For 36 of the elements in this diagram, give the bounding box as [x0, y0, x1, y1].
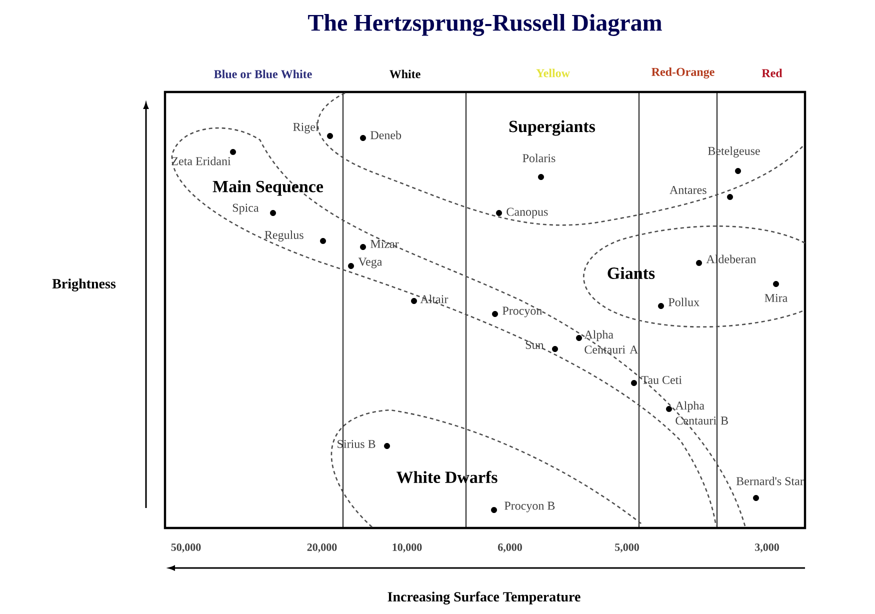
star-label: Sun — [526, 340, 544, 350]
star-label: Bernard's Star — [736, 476, 804, 486]
star-label: Antares — [670, 186, 706, 194]
star-label: Deneb — [370, 130, 402, 140]
star-label: Pollux — [668, 298, 700, 306]
axis-label: Increasing Surface Temperature — [388, 592, 580, 604]
tick-label: 6,000 — [498, 544, 522, 553]
star-label: Alpha Centauri B — [675, 401, 728, 425]
title: The Hertzsprung-Russell Diagram — [308, 14, 662, 36]
star-label: Polaris — [522, 154, 556, 162]
star-label: Canopus — [506, 208, 548, 218]
tick-label: 50,000 — [171, 544, 201, 553]
axis-label: Brightness — [52, 278, 116, 292]
color-band-label: Red — [762, 68, 782, 78]
color-band-label: Yellow — [536, 68, 570, 78]
star-label: Altair — [420, 294, 448, 304]
star-label: Procyon B — [504, 502, 555, 512]
color-band-label: White — [390, 70, 420, 78]
star-label: Zeta Eridani — [172, 156, 231, 166]
tick-label: 10,000 — [392, 544, 422, 553]
color-band-label: Blue or Blue White — [214, 70, 312, 78]
color-band-label: Red-Orange — [652, 68, 714, 78]
star-label: Alpha Centauri A — [584, 330, 638, 354]
region-label: Supergiants — [509, 120, 596, 136]
star-label: Regulus — [264, 230, 304, 242]
star-label: Procyon — [502, 306, 542, 318]
star-label: Rigel — [293, 122, 319, 134]
star-label: Mizar — [370, 240, 399, 248]
tick-label: 5,000 — [615, 544, 639, 553]
star-label: Vega — [358, 258, 382, 268]
region-label: Main Sequence — [212, 180, 324, 196]
tick-label: 3,000 — [755, 544, 779, 553]
star-label: Spica — [232, 204, 259, 214]
tick-label: 20,000 — [307, 544, 337, 553]
star-label: Mira — [764, 294, 788, 302]
star-label: Tau Ceti — [641, 376, 682, 384]
